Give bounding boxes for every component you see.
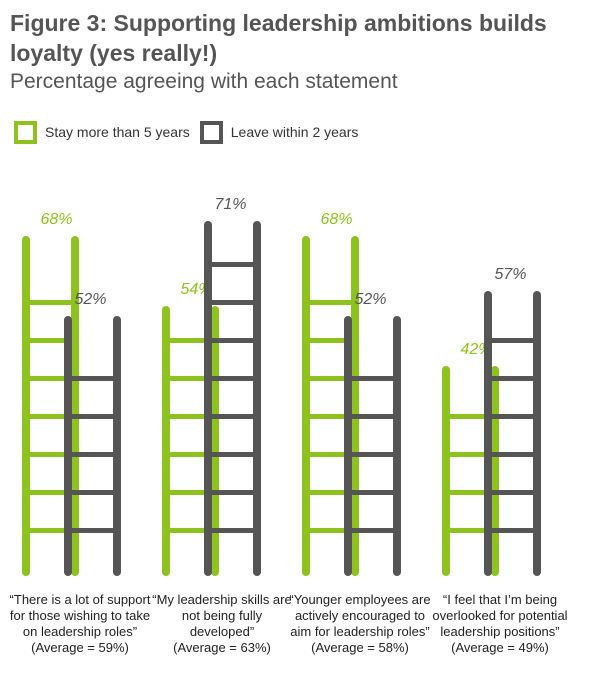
- ladder-rung: [29, 300, 72, 305]
- ladder-rung: [211, 262, 254, 267]
- ladder-rail: [393, 316, 401, 576]
- ladder-rung: [169, 376, 212, 381]
- ladder-rung: [211, 338, 254, 343]
- ladder-rung: [309, 490, 352, 495]
- ladder-rail: [22, 236, 30, 576]
- category-average: (Average = 49%): [451, 640, 549, 655]
- category-label: “There is a lot of support for those wis…: [6, 592, 154, 656]
- ladder-rung: [71, 414, 114, 419]
- ladder-rung: [351, 414, 394, 419]
- ladder-rail: [64, 316, 72, 576]
- ladder-rung: [169, 414, 212, 419]
- ladder-rung: [29, 452, 72, 457]
- legend-item-leave: Leave within 2 years: [199, 120, 359, 144]
- category-label: “Younger employees are actively encourag…: [286, 592, 434, 656]
- ladder-rail: [253, 221, 261, 576]
- ladder-rung: [309, 452, 352, 457]
- ladder-rail: [162, 306, 170, 576]
- ladder-rung: [211, 376, 254, 381]
- ladder-rail: [71, 236, 79, 576]
- legend-swatch-green: [14, 120, 37, 144]
- legend-swatch-gray: [199, 120, 223, 144]
- ladder-rung: [449, 452, 492, 457]
- ladder-rung: [29, 490, 72, 495]
- ladder-rail: [302, 236, 310, 576]
- legend: Stay more than 5 years Leave within 2 ye…: [14, 119, 358, 145]
- ladder-rung: [169, 528, 212, 533]
- legend-item-stay: Stay more than 5 years: [14, 120, 190, 144]
- ladder-rung: [309, 414, 352, 419]
- ladder-rail: [211, 306, 219, 576]
- ladder-rung: [351, 452, 394, 457]
- ladder-rail: [344, 316, 352, 576]
- ladder-rung: [169, 338, 212, 343]
- ladder-rung: [491, 376, 534, 381]
- value-label: 68%: [320, 211, 352, 228]
- ladder-leave-3: [484, 291, 541, 576]
- ladder-rung: [169, 452, 212, 457]
- ladder-rung: [351, 490, 394, 495]
- ladder-rung: [351, 528, 394, 533]
- ladder-rung: [71, 490, 114, 495]
- ladder-rail: [351, 236, 359, 576]
- ladder-rail: [113, 316, 121, 576]
- ladder-rung: [211, 528, 254, 533]
- ladder-leave-0: [64, 316, 121, 576]
- ladder-rung: [351, 376, 394, 381]
- ladder-rung: [211, 414, 254, 419]
- ladder-leave-2: [344, 316, 401, 576]
- ladder-rung: [211, 452, 254, 457]
- category-label: “I feel that I’m being overlooked for po…: [426, 592, 574, 656]
- ladder-rung: [71, 376, 114, 381]
- ladder-rung: [211, 490, 254, 495]
- ladder-rung: [449, 528, 492, 533]
- chart-subtitle: Percentage agreeing with each statement: [10, 70, 398, 93]
- value-label: 52%: [74, 291, 106, 308]
- ladder-leave-1: [204, 221, 261, 576]
- value-label: 68%: [40, 211, 72, 228]
- category-average: (Average = 58%): [311, 640, 409, 655]
- ladder-rail: [484, 291, 492, 576]
- ladder-rung: [29, 338, 72, 343]
- ladder-rung: [449, 490, 492, 495]
- category-text: “There is a lot of support for those wis…: [9, 592, 151, 639]
- ladder-rung: [491, 338, 534, 343]
- category-average: (Average = 59%): [31, 640, 129, 655]
- category-text: “My leadership skills are not being full…: [152, 592, 292, 639]
- legend-label-stay: Stay more than 5 years: [45, 124, 190, 140]
- ladder-rung: [29, 528, 72, 533]
- ladder-rung: [309, 528, 352, 533]
- ladder-rung: [491, 452, 534, 457]
- ladder-rail: [204, 221, 212, 576]
- ladder-rung: [309, 376, 352, 381]
- ladder-rung: [309, 300, 352, 305]
- value-label: 57%: [494, 266, 526, 283]
- category-label: “My leadership skills are not being full…: [148, 592, 296, 656]
- ladder-rung: [491, 528, 534, 533]
- value-label: 52%: [354, 291, 386, 308]
- ladder-rung: [309, 338, 352, 343]
- ladder-rung: [491, 414, 534, 419]
- ladder-rung: [71, 528, 114, 533]
- category-average: (Average = 63%): [173, 640, 271, 655]
- ladder-rail: [491, 366, 499, 576]
- category-text: “I feel that I’m being overlooked for po…: [432, 592, 568, 639]
- legend-label-leave: Leave within 2 years: [230, 124, 359, 140]
- ladder-rail: [533, 291, 541, 576]
- ladder-rung: [29, 376, 72, 381]
- ladder-rail: [442, 366, 450, 576]
- chart-title: Figure 3: Supporting leadership ambition…: [10, 10, 547, 66]
- ladder-rung: [211, 300, 254, 305]
- ladder-rung: [491, 490, 534, 495]
- ladder-chart: 68%54%68%42%52%71%52%57%: [22, 196, 541, 576]
- value-label: 71%: [214, 196, 246, 213]
- category-text: “Younger employees are actively encourag…: [289, 592, 431, 639]
- ladder-rung: [71, 452, 114, 457]
- ladder-stay-1: [162, 306, 219, 576]
- ladder-rung: [29, 414, 72, 419]
- ladder-rung: [449, 414, 492, 419]
- ladder-rung: [169, 490, 212, 495]
